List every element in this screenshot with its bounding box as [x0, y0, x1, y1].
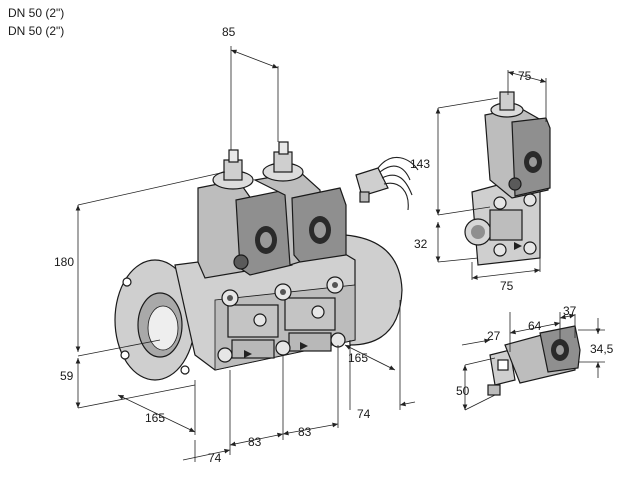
dim-75-top: 75: [518, 69, 532, 83]
connector-cap-left: [223, 159, 243, 181]
main-valve-assembly: [114, 141, 403, 381]
dim-85: 85: [222, 25, 236, 39]
dim-180: 180: [54, 255, 74, 269]
right-flange: [344, 234, 403, 346]
dim-50: 50: [456, 384, 470, 398]
connector-cap-right: [273, 151, 293, 173]
dim-37: 37: [563, 304, 577, 318]
single-valve-side-view: [464, 91, 551, 266]
dimension-lines: [75, 46, 605, 462]
solenoid-detail: [487, 325, 581, 396]
dim-165-left: 165: [145, 411, 165, 425]
module-block-right: [284, 297, 336, 331]
dimension-labels: 85 75 143 32 75 180 59 165 165 74 74 83 …: [54, 25, 614, 465]
dim-32: 32: [414, 237, 428, 251]
header-line-2: DN 50 (2"): [8, 24, 65, 38]
cable-connector: [355, 157, 419, 211]
dim-143: 143: [410, 157, 430, 171]
dim-83-b: 83: [298, 425, 312, 439]
dim-74-bottom: 74: [208, 451, 222, 465]
header-line-1: DN 50 (2"): [8, 6, 65, 20]
dim-64: 64: [528, 319, 542, 333]
dim-165-right: 165: [348, 351, 368, 365]
module-block-left: [227, 304, 279, 338]
dim-83-a: 83: [248, 435, 262, 449]
dim-59: 59: [60, 369, 74, 383]
dim-74-right: 74: [357, 407, 371, 421]
dim-34-5: 34,5: [590, 342, 614, 356]
dim-75-side: 75: [500, 279, 514, 293]
dim-27: 27: [487, 329, 501, 343]
